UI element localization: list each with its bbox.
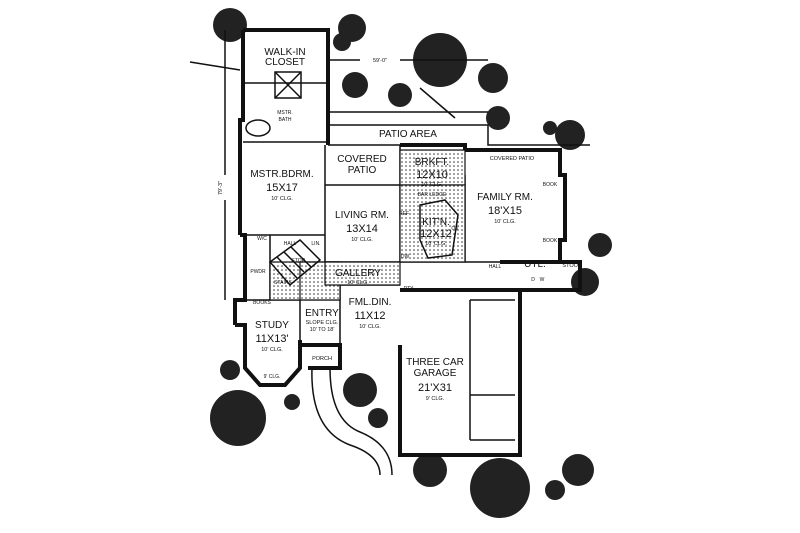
patio-area-label: PATIO AREA [379, 129, 437, 140]
lin-label: LIN. [311, 241, 320, 247]
fml-din-clg: 10' CLG. [359, 324, 381, 330]
dw-label: DW [401, 254, 410, 260]
util-label: UTL. [524, 259, 546, 270]
living-clg: 10' CLG. [351, 237, 373, 243]
mstr-bath-label-2: BATH [279, 117, 292, 123]
ov-label: OV [451, 226, 459, 232]
walkway [189, 61, 456, 476]
family-clg: 10' CLG. [494, 219, 516, 225]
ref-label: REF [399, 211, 409, 217]
stoop-label: STOOP [562, 263, 581, 269]
stairs-label: STAIRS [274, 280, 292, 286]
garage-dim: 21'X31 [418, 382, 452, 394]
fixture-labels: HALL LIN. W/C STOR. STAIRS PWDR BOOKS BO… [250, 182, 558, 380]
book-label: BOOK [543, 182, 558, 188]
covered-patio-2-label: COVERED PATIO [490, 156, 535, 162]
mstr-bdrm-dim: 15X17 [266, 182, 298, 194]
kitchen-clg: 10' CLG. [425, 241, 447, 247]
stor-label: STOR. [291, 258, 306, 264]
walkin-label-2: CLOSET [265, 57, 305, 68]
study-label: STUDY [255, 320, 289, 331]
fml-din-dim: 11X12 [355, 310, 386, 322]
entry-label: ENTRY [305, 308, 339, 319]
kitchen-dim: 12X12 [420, 228, 452, 240]
entry-clg-2: 10' TO 18' [310, 327, 335, 333]
books-label: BOOKS [253, 300, 271, 306]
wc-label: W/C [257, 236, 267, 242]
covered-patio-label: COVERED [337, 154, 386, 165]
stairs [268, 239, 322, 287]
brkft-label: BRKFT. [415, 157, 449, 168]
fml-din-label: FML.DIN. [349, 297, 392, 308]
width-dim: 59'-0" [373, 58, 387, 64]
study-clg: 10' CLG. [261, 347, 283, 353]
tile-floors [269, 149, 466, 301]
covered-patio-label-2: PATIO [348, 165, 377, 176]
overall-dimensions: 59'-0" 79'-3" [218, 30, 488, 300]
walkin-label: WALK-IN [264, 47, 305, 58]
kitchen-island [419, 199, 459, 259]
w-label: W [540, 277, 545, 283]
gallery-label: GALLERY [335, 268, 381, 279]
garage-clg: 9' CLG. [426, 396, 445, 402]
kitchen-label: KIT'N. [422, 217, 449, 228]
study-bay-clg: 9' CLG. [264, 374, 281, 380]
family-dim: 18'X15 [488, 205, 522, 217]
room-labels: WALK-IN CLOSET MSTR. BATH PATIO AREA COV… [250, 47, 582, 402]
hall2-label: HALL [489, 264, 502, 270]
hall-label: HALL [284, 241, 297, 247]
d-label: D [531, 277, 535, 283]
family-label: FAMILY RM. [477, 192, 533, 203]
bar-ledge-label: BAR LEDGE [418, 192, 447, 198]
pwdr-label: PWDR [250, 269, 266, 275]
garage-label-2: GARAGE [414, 368, 457, 379]
bath-fixtures [245, 71, 302, 137]
exterior-walls [233, 28, 590, 457]
garage-label: THREE CAR [406, 357, 464, 368]
living-label: LIVING RM. [335, 210, 389, 221]
brkft-dim: 12X10 [416, 169, 448, 181]
book-label-2: BOOK [543, 238, 558, 244]
mstr-bdrm-label: MSTR.BDRM. [250, 169, 313, 180]
study-dim: 11X13' [255, 333, 288, 345]
mstr-bdrm-clg: 10' CLG. [271, 196, 293, 202]
brkft-clg: 10' CLG. [421, 182, 443, 188]
porch-label: PORCH [312, 356, 332, 362]
depth-dim: 79'-3" [218, 181, 224, 195]
mstr-bath-label: MSTR. [277, 110, 293, 116]
entry-clg: SLOPE CLG. [306, 320, 339, 326]
pty-label: PTY. [404, 286, 414, 292]
living-dim: 13X14 [346, 223, 378, 235]
gallery-clg: 10' CLG. [347, 280, 369, 286]
garage-bays [469, 299, 515, 441]
